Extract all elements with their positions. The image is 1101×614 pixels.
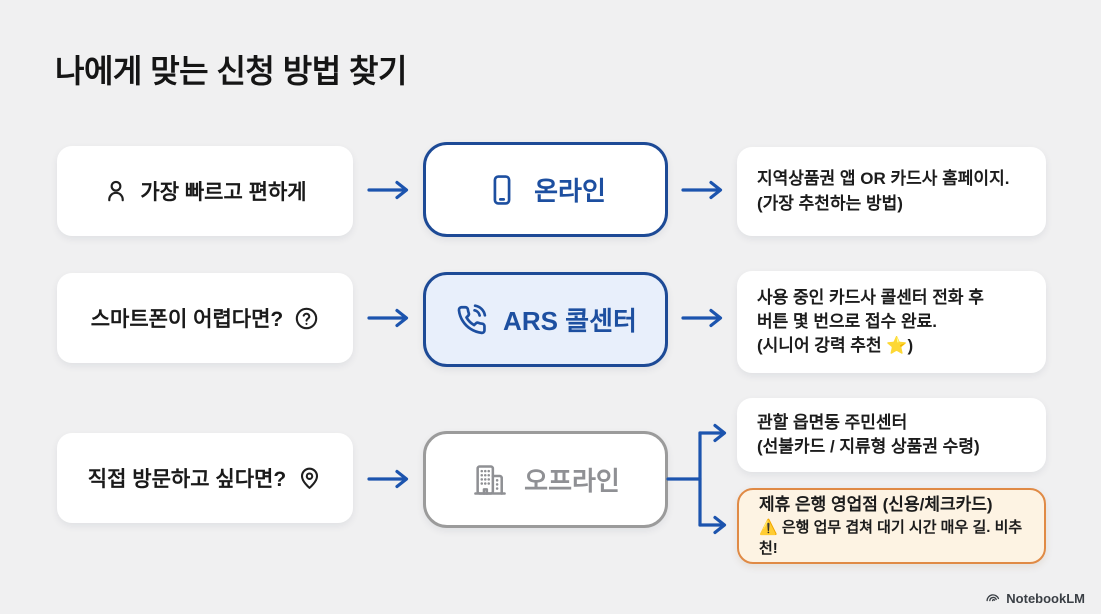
method-label: 온라인 (534, 176, 606, 206)
question-circle-icon (294, 306, 319, 331)
method-box-offline: 오프라인 (423, 431, 668, 528)
result-line: 버튼 몇 번으로 접수 완료. (757, 311, 938, 331)
map-pin-icon (297, 466, 322, 491)
notebooklm-logo-icon (985, 590, 1001, 606)
method-box-ars: ARS 콜센터 (423, 272, 668, 367)
method-label: 오프라인 (524, 466, 620, 496)
condition-label: 가장 빠르고 편하게 (140, 181, 307, 204)
phone-call-icon (454, 303, 488, 337)
result-box-community-center: 관할 읍면동 주민센터 (선불카드 / 지류형 상품권 수령) (737, 398, 1046, 472)
building-icon (471, 461, 509, 499)
result-line: (선불카드 / 지류형 상품권 수령) (757, 437, 980, 456)
result-box-online: 지역상품권 앱 OR 카드사 홈페이지. (가장 추천하는 방법) (737, 147, 1046, 236)
user-icon (103, 178, 129, 204)
smartphone-icon (485, 173, 519, 207)
fork-connector (666, 423, 727, 535)
brand-label: NotebookLM (1006, 590, 1085, 606)
page-title: 나에게 맞는 신청 방법 찾기 (55, 53, 407, 89)
arrow-right-icon (367, 469, 409, 489)
result-warning-line: ⚠️ 은행 업무 겹쳐 대기 시간 매우 길. 비추천! (759, 518, 1023, 558)
result-line: (가장 추천하는 방법) (757, 193, 903, 213)
method-box-online: 온라인 (423, 142, 668, 237)
arrow-right-icon (367, 308, 409, 328)
result-line: (시니어 강력 추천 ⭐) (757, 336, 914, 356)
result-line: 제휴 은행 영업점 (신용/체크카드) (759, 494, 993, 514)
result-line: 사용 중인 카드사 콜센터 전화 후 (757, 287, 984, 307)
result-line: 지역상품권 앱 OR 카드사 홈페이지. (757, 169, 1010, 189)
condition-box-visit: 직접 방문하고 싶다면? (57, 433, 353, 523)
result-line: 관할 읍면동 주민센터 (757, 412, 908, 432)
condition-label: 직접 방문하고 싶다면? (87, 468, 287, 491)
notebooklm-watermark: NotebookLM (985, 590, 1085, 606)
method-label: ARS 콜센터 (503, 306, 637, 336)
result-box-ars: 사용 중인 카드사 콜센터 전화 후 버튼 몇 번으로 접수 완료. (시니어 … (737, 271, 1046, 373)
condition-box-no-smartphone: 스마트폰이 어렵다면? (57, 273, 353, 363)
arrow-right-icon (681, 180, 723, 200)
result-box-bank-warning: 제휴 은행 영업점 (신용/체크카드) ⚠️ 은행 업무 겹쳐 대기 시간 매우… (737, 488, 1046, 564)
condition-label: 스마트폰이 어렵다면? (90, 308, 284, 331)
arrow-right-icon (367, 180, 409, 200)
arrow-right-icon (681, 308, 723, 328)
condition-box-fast: 가장 빠르고 편하게 (57, 146, 353, 236)
